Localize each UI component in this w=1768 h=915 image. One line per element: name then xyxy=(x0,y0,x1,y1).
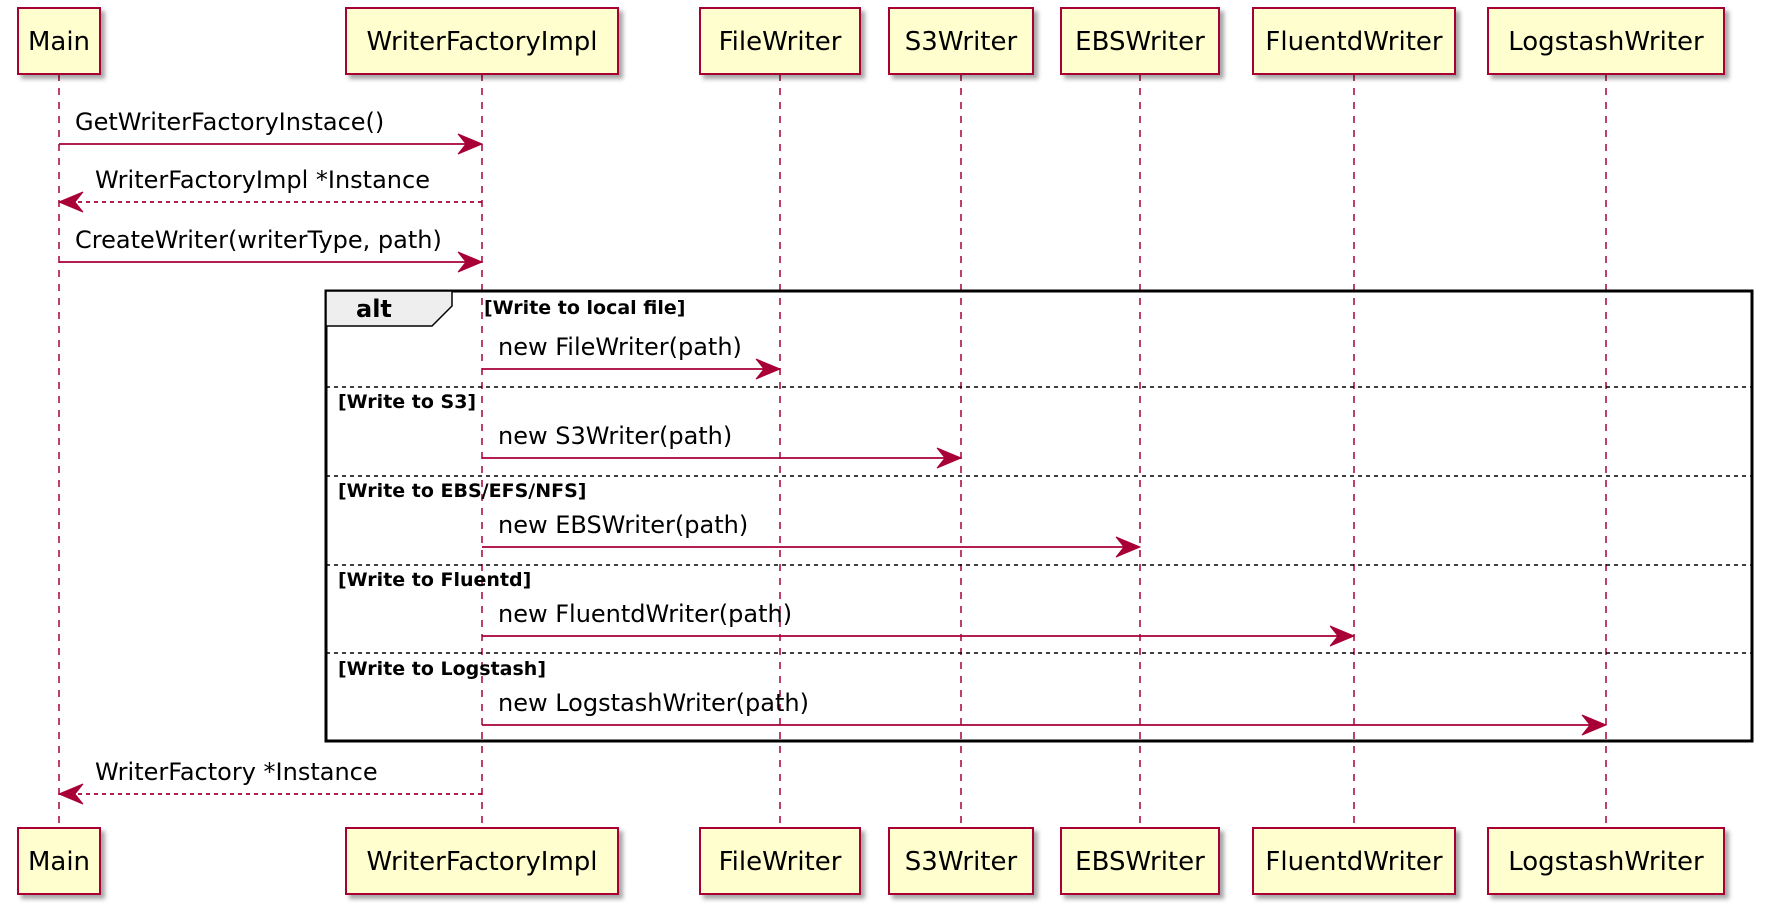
alt-frame-tab xyxy=(325,290,453,327)
participant-ebswriter-bottom: EBSWriter xyxy=(1060,827,1220,895)
message-label: GetWriterFactoryInstace() xyxy=(75,108,384,136)
participant-label: LogstashWriter xyxy=(1508,847,1704,877)
participant-box xyxy=(1060,827,1220,895)
message-arrow: new FluentdWriter(path) xyxy=(482,600,1356,647)
participant-label: FluentdWriter xyxy=(1265,27,1442,57)
participant-label: FileWriter xyxy=(719,847,842,877)
participant-s3writer-bottom: S3Writer xyxy=(888,827,1034,895)
participant-fluentdwriter-top: FluentdWriter xyxy=(1252,7,1456,75)
participant-label: Main xyxy=(28,847,90,877)
message-arrow: GetWriterFactoryInstace() xyxy=(59,108,484,155)
participant-s3writer-top: S3Writer xyxy=(888,7,1034,75)
participant-box xyxy=(1252,7,1456,75)
participant-label: S3Writer xyxy=(905,27,1018,57)
participant-filewriter-top: FileWriter xyxy=(699,7,861,75)
alt-guard-label: [Write to local file] xyxy=(484,297,685,319)
message-arrow: new FileWriter(path) xyxy=(482,333,782,380)
participant-label: FileWriter xyxy=(719,27,842,57)
participant-box xyxy=(345,7,619,75)
participant-box xyxy=(888,7,1034,75)
alt-guard-label: [Write to Logstash] xyxy=(338,658,546,680)
participant-box xyxy=(888,827,1034,895)
participant-filewriter-bottom: FileWriter xyxy=(699,827,861,895)
participant-label: S3Writer xyxy=(905,847,1018,877)
participants: MainMainWriterFactoryImplWriterFactoryIm… xyxy=(17,7,1725,895)
participant-logstashwriter-top: LogstashWriter xyxy=(1487,7,1725,75)
participant-box xyxy=(17,827,101,895)
message-label: new S3Writer(path) xyxy=(498,422,732,450)
participant-box xyxy=(17,7,101,75)
arrowhead xyxy=(1115,536,1142,558)
message-arrow: WriterFactory *Instance xyxy=(57,758,482,805)
arrowhead xyxy=(1581,714,1608,736)
message-label: new FluentdWriter(path) xyxy=(498,600,792,628)
arrowhead xyxy=(936,447,963,469)
alt-guard-label: [Write to EBS/EFS/NFS] xyxy=(338,480,586,502)
alt-guard-label: [Write to S3] xyxy=(338,391,476,413)
participant-box xyxy=(1252,827,1456,895)
arrowhead xyxy=(57,191,84,213)
message-label: WriterFactoryImpl *Instance xyxy=(95,166,430,194)
participant-label: WriterFactoryImpl xyxy=(366,27,597,57)
participant-label: Main xyxy=(28,27,90,57)
arrowhead xyxy=(1329,625,1356,647)
alt-guard-label: [Write to Fluentd] xyxy=(338,569,531,591)
participant-box xyxy=(1487,827,1725,895)
participant-writerfactoryimpl-top: WriterFactoryImpl xyxy=(345,7,619,75)
message-label: WriterFactory *Instance xyxy=(95,758,378,786)
participant-label: EBSWriter xyxy=(1075,847,1205,877)
participant-main-top: Main xyxy=(17,7,101,75)
participant-label: WriterFactoryImpl xyxy=(366,847,597,877)
arrowhead xyxy=(457,133,484,155)
participant-main-bottom: Main xyxy=(17,827,101,895)
participant-ebswriter-top: EBSWriter xyxy=(1060,7,1220,75)
participant-logstashwriter-bottom: LogstashWriter xyxy=(1487,827,1725,895)
participant-box xyxy=(1060,7,1220,75)
participant-label: EBSWriter xyxy=(1075,27,1205,57)
message-label: new LogstashWriter(path) xyxy=(498,689,809,717)
arrowhead xyxy=(755,358,782,380)
participant-label: FluentdWriter xyxy=(1265,847,1442,877)
participant-fluentdwriter-bottom: FluentdWriter xyxy=(1252,827,1456,895)
arrowhead xyxy=(57,783,84,805)
alt-keyword: alt xyxy=(356,295,392,323)
participant-label: LogstashWriter xyxy=(1508,27,1704,57)
participant-box xyxy=(699,827,861,895)
participant-box xyxy=(1487,7,1725,75)
message-arrow: new S3Writer(path) xyxy=(482,422,963,469)
message-arrow: WriterFactoryImpl *Instance xyxy=(57,166,482,213)
participant-writerfactoryimpl-bottom: WriterFactoryImpl xyxy=(345,827,619,895)
message-arrow: new LogstashWriter(path) xyxy=(482,689,1608,736)
participant-box xyxy=(345,827,619,895)
message-label: CreateWriter(writerType, path) xyxy=(75,226,442,254)
alt-frame: alt [Write to local file] [Write to S3] [Wr… xyxy=(324,289,1754,743)
message-arrow: new EBSWriter(path) xyxy=(482,511,1142,558)
participant-box xyxy=(699,7,861,75)
message-label: new FileWriter(path) xyxy=(498,333,742,361)
message-arrow: CreateWriter(writerType, path) xyxy=(59,226,484,273)
arrowhead xyxy=(457,251,484,273)
alt-frame-border xyxy=(324,289,1754,743)
message-label: new EBSWriter(path) xyxy=(498,511,748,539)
messages: GetWriterFactoryInstace() WriterFactoryIm… xyxy=(57,108,1608,805)
